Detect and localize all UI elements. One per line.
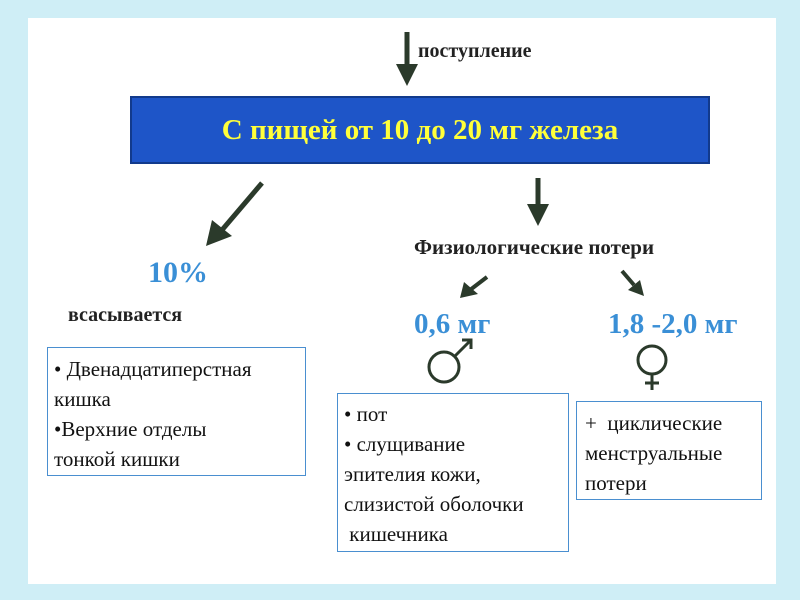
male-symbol-icon [427,338,473,384]
female-loss-line: потери [585,471,647,495]
absorbed-label: всасывается [68,304,183,326]
iron-intake-banner: С пищей от 10 до 20 мг железа [130,96,710,164]
female-losses-box: + циклические менструальные потери [576,401,762,500]
down-arrow-icon [396,32,418,86]
male-losses-box: • пот • слущивание эпителия кожи, слизис… [337,393,569,552]
absorbed-percent: 10% [148,256,208,289]
female-symbol-icon [636,344,668,390]
male-loss-amount: 0,6 мг [414,308,491,340]
male-loss-line: • слущивание [344,432,466,456]
female-loss-amount: 1,8 -2,0 мг [608,308,738,340]
male-loss-line: • пот [344,402,388,426]
absorption-site-line: •Верхние отделы [54,417,207,441]
arrow-to-absorption-icon [206,181,264,246]
arrow-to-female-icon [620,269,644,296]
absorption-site-line: кишка [54,387,111,411]
absorption-site-line: тонкой кишки [54,447,180,471]
male-loss-line: слизистой оболочки [344,492,524,516]
absorption-site-line: • Двенадцатиперстная [54,357,252,381]
arrow-to-losses-icon [527,178,549,226]
female-loss-line: + циклические [585,411,723,435]
absorption-sites-box: • Двенадцатиперстная кишка •Верхние отде… [47,347,306,476]
arrow-to-male-icon [460,275,489,298]
banner-text: С пищей от 10 до 20 мг железа [221,113,619,146]
physiological-losses-heading: Физиологические потери [414,235,655,259]
intake-label: поступление [418,40,532,62]
male-loss-line: кишечника [344,522,448,546]
female-loss-line: менструальные [585,441,723,465]
male-loss-line: эпителия кожи, [344,462,481,486]
